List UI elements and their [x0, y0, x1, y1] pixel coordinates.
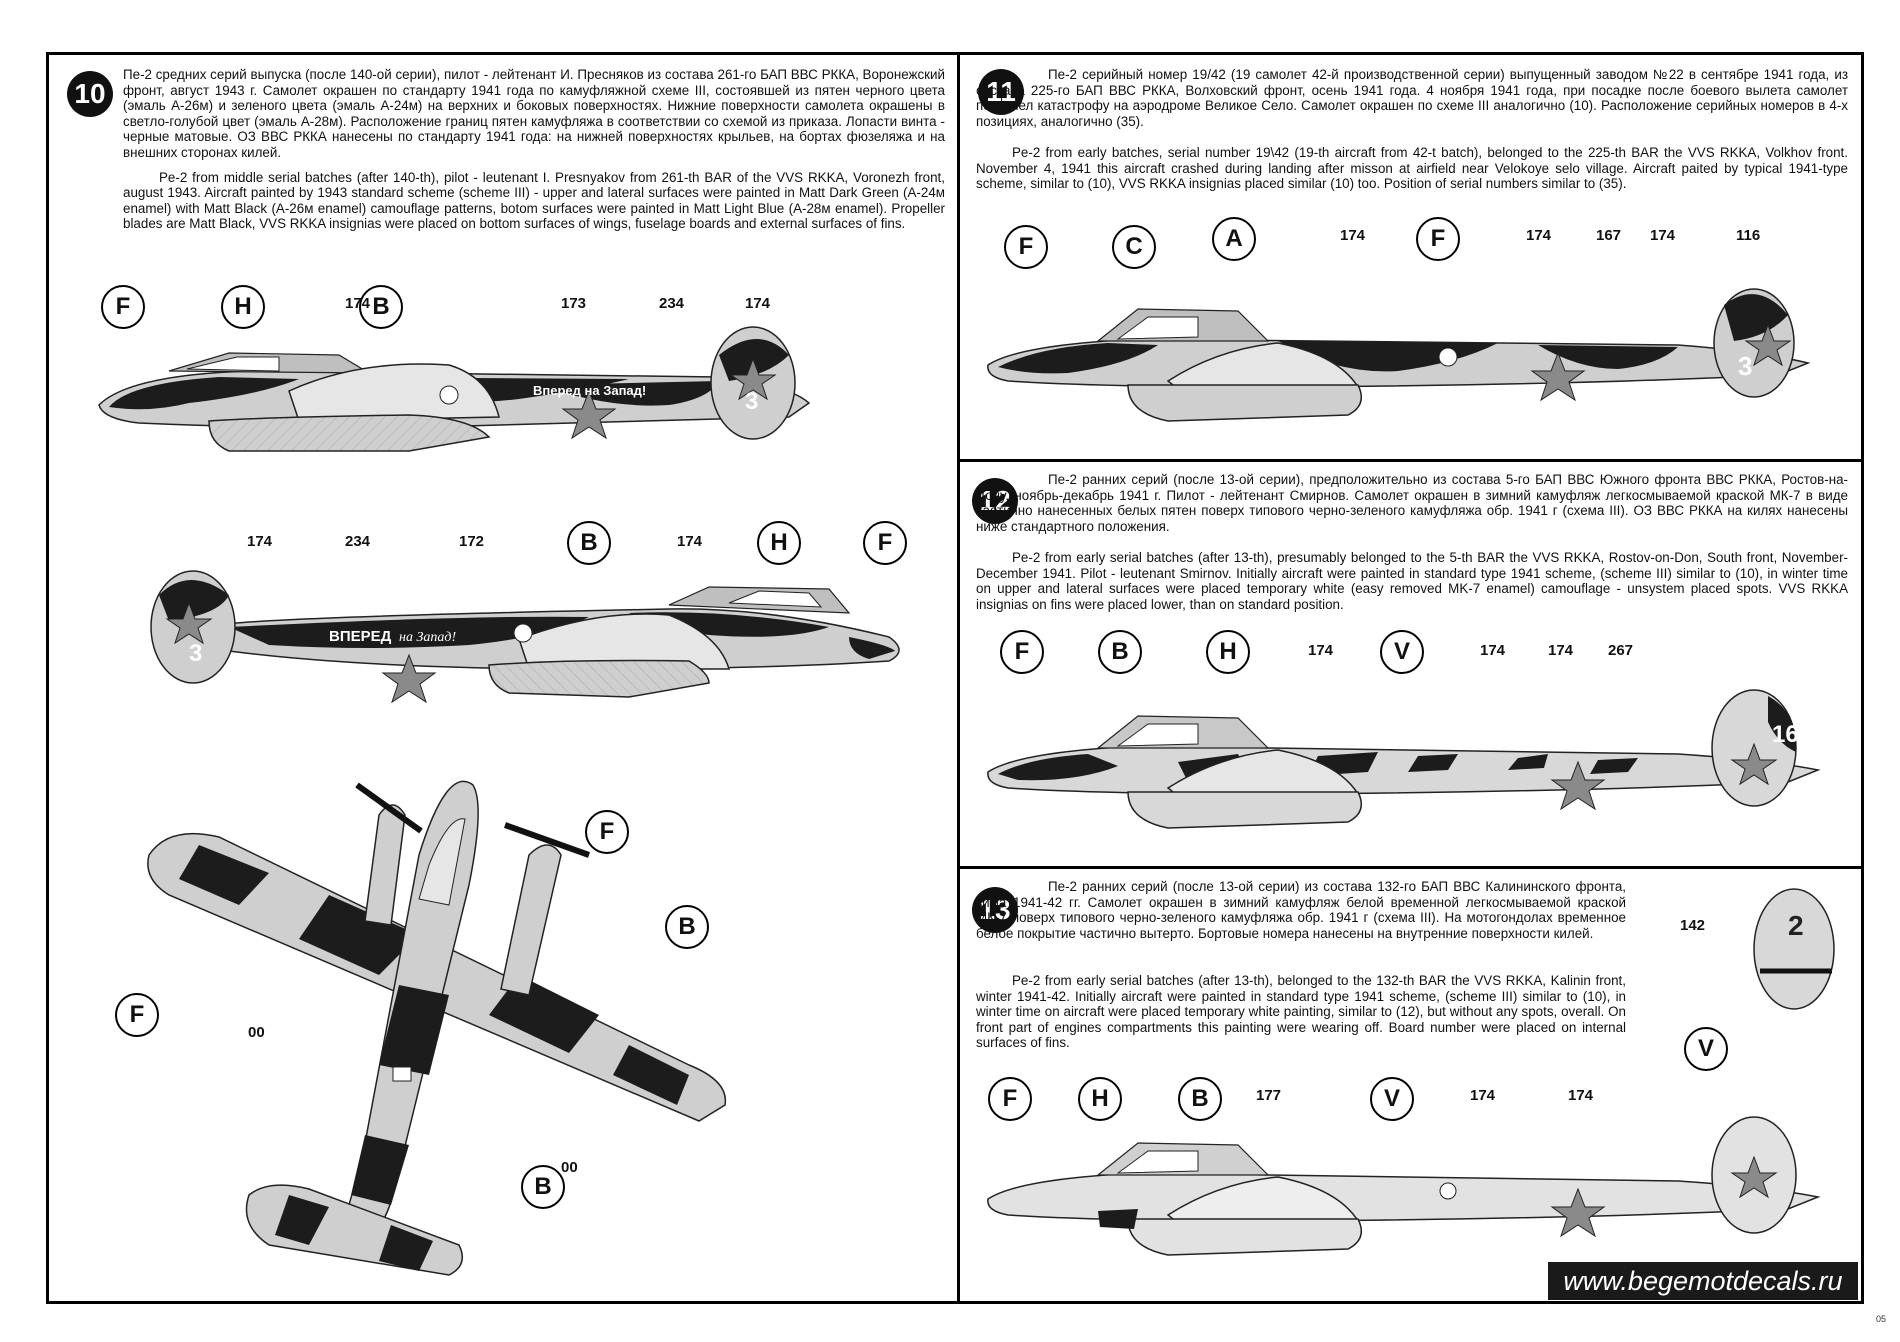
stencil-number: 177: [1256, 1087, 1282, 1104]
description-ru: Пе-2 серийный номер 19/42 (19 самолет 42…: [976, 67, 1848, 129]
label-f: F: [1416, 217, 1460, 261]
description-ru: Пе-2 средних серий выпуска (после 140-ой…: [123, 67, 945, 160]
profile-description: Пе-2 ранних серий (после 13-ой серии), п…: [976, 472, 1848, 543]
side-view-aircraft-11: 3: [987, 288, 1811, 422]
profile-number-badge: 12: [972, 478, 1018, 524]
stencil-number: 174: [677, 533, 703, 550]
profile-10: 10 Пе-2 средних серий выпуска (после 140…: [49, 55, 957, 1301]
stencil-number: 174: [1340, 227, 1366, 244]
slogan-text-b: на Запад!: [399, 630, 456, 645]
label-v: V: [1684, 1027, 1728, 1071]
tail-number: 3: [189, 640, 202, 667]
description-ru: Пе-2 ранних серий (после 13-ой серии) из…: [976, 879, 1626, 941]
label-f: F: [101, 285, 145, 329]
label-h: H: [221, 285, 265, 329]
label-c: C: [1112, 225, 1156, 269]
tail-number: 3: [1738, 351, 1752, 381]
slogan-text-a: ВПЕРЕД: [329, 628, 392, 645]
label-h: H: [1078, 1077, 1122, 1121]
label-f: F: [1000, 630, 1044, 674]
divider-12-13: [958, 866, 1864, 869]
website-url[interactable]: www.begemotdecals.ru: [1548, 1262, 1858, 1300]
profile-description-en: Pe-2 from early serial batches (after 13…: [976, 973, 1626, 1060]
label-b: B: [521, 1165, 565, 1209]
stencil-number: 116: [1736, 227, 1761, 244]
column-divider: [957, 52, 960, 1304]
stencil-number: 174: [1568, 1087, 1594, 1104]
page-frame: [46, 52, 1864, 1304]
slogan-text: Вперед на Запад!: [533, 383, 646, 398]
description-en: Pe-2 from early serial batches (after 13…: [976, 550, 1848, 612]
profile-number-badge: 10: [67, 71, 113, 117]
profile-description-en: Pe-2 from early batches, serial number 1…: [976, 145, 1848, 201]
label-v: V: [1380, 630, 1424, 674]
stencil-number: 174: [247, 533, 273, 550]
side-view-left-aircraft-10: Вперед на Запад! 3: [98, 326, 811, 452]
stencil-number: 167: [1596, 227, 1622, 244]
label-v: V: [1370, 1077, 1414, 1121]
stencil-number: 234: [345, 533, 371, 550]
profile-description: Пе-2 ранних серий (после 13-ой серии) из…: [976, 879, 1626, 950]
profile-13: 13 Пе-2 ранних серий (после 13-ой серии)…: [960, 869, 1861, 1301]
label-f: F: [115, 993, 159, 1037]
tail-number: 3: [745, 388, 758, 415]
stencil-number: 234: [659, 295, 685, 312]
description-ru: Пе-2 ранних серий (после 13-ой серии), п…: [976, 472, 1848, 534]
stencil-number: 174: [1308, 642, 1334, 659]
stencil-number: 174: [1548, 642, 1574, 659]
page-number: 05: [1875, 1314, 1886, 1324]
stencil-number: 174: [345, 295, 371, 312]
description-en: Pe-2 from early batches, serial number 1…: [976, 145, 1848, 192]
profile-description: Пе-2 серийный номер 19/42 (19 самолет 42…: [976, 67, 1848, 138]
label-b: B: [567, 521, 611, 565]
label-f: F: [585, 810, 629, 854]
description-en: Pe-2 from middle serial batches (after 1…: [123, 169, 945, 232]
stencil-number: 174: [1526, 227, 1552, 244]
plan-view-aircraft-10: [147, 780, 727, 1276]
label-f: F: [863, 521, 907, 565]
label-b: B: [1098, 630, 1142, 674]
stencil-number: 174: [1650, 227, 1676, 244]
stencil-number: 173: [561, 295, 587, 312]
tail-number: 16: [1772, 721, 1799, 748]
stencil-number: 00: [561, 1159, 578, 1176]
description-en: Pe-2 from early serial batches (after 13…: [976, 973, 1626, 1051]
stencil-number: 174: [1480, 642, 1506, 659]
profile-11: 11 Пе-2 серийный номер 19/42 (19 самолет…: [960, 55, 1861, 459]
divider-11-12: [958, 459, 1864, 462]
stencil-number: 174: [745, 295, 771, 312]
stencil-number: 267: [1608, 642, 1634, 659]
label-h: H: [757, 521, 801, 565]
label-h: H: [1206, 630, 1250, 674]
label-b: B: [1178, 1077, 1222, 1121]
profile-number-badge: 11: [978, 69, 1024, 115]
side-view-aircraft-13: [987, 1116, 1821, 1256]
profile-12: 12 Пе-2 ранних серий (после 13-ой серии)…: [960, 462, 1861, 866]
stencil-number: 172: [459, 533, 485, 550]
fin-inner-surface-view: 2: [1753, 888, 1835, 1010]
label-a: A: [1212, 217, 1256, 261]
side-view-right-aircraft-10: ВПЕРЕД на Запад! 3: [150, 570, 900, 704]
stencil-number: 142: [1680, 917, 1706, 934]
label-f: F: [1004, 225, 1048, 269]
label-b: B: [359, 285, 403, 329]
fin-number: 2: [1788, 910, 1804, 941]
stencil-number: 174: [1470, 1087, 1496, 1104]
profile-number-badge: 13: [972, 887, 1018, 933]
profile-description: Пе-2 средних серий выпуска (после 140-ой…: [123, 67, 945, 241]
side-view-aircraft-12: 16: [987, 689, 1821, 829]
label-f: F: [988, 1077, 1032, 1121]
label-b: B: [665, 905, 709, 949]
profile-description-en: Pe-2 from early serial batches (after 13…: [976, 550, 1848, 621]
stencil-number: 00: [248, 1024, 265, 1041]
